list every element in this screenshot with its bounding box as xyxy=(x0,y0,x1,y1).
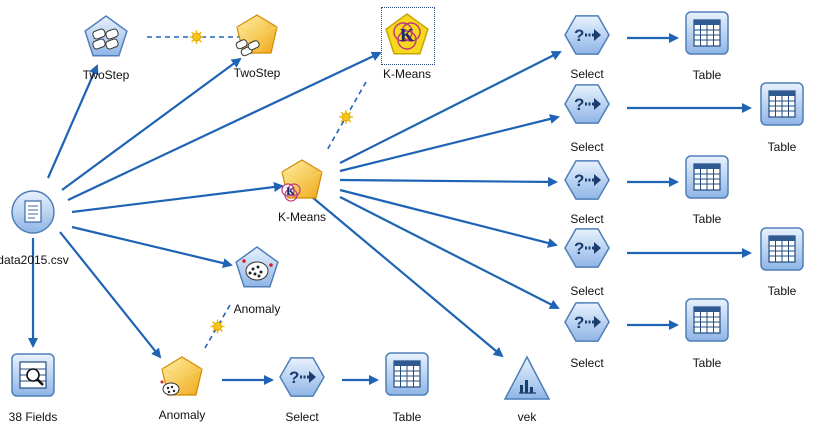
svg-text:?: ? xyxy=(289,368,299,387)
model-kmeans-icon: K xyxy=(385,13,429,55)
model-twostep-icon xyxy=(84,15,128,57)
node-label-table-2: Table xyxy=(767,140,797,154)
node-label-table-1: Table xyxy=(692,68,722,82)
svg-text:?: ? xyxy=(574,313,584,332)
node-select-3[interactable]: ? xyxy=(563,156,611,204)
node-label-twostep-nugget: TwoStep xyxy=(233,66,281,80)
link-kmeans-nugget-to-select-2 xyxy=(339,114,560,173)
node-label-fields: 38 Fields xyxy=(8,410,58,424)
model-sun-icon xyxy=(189,30,204,44)
node-kmeans-model[interactable]: K xyxy=(383,11,431,59)
table-icon xyxy=(760,82,804,126)
node-label-table-6: Table xyxy=(392,410,422,424)
node-label-table-4: Table xyxy=(767,284,797,298)
select-icon: ? xyxy=(564,160,610,200)
svg-text:?: ? xyxy=(574,171,584,190)
node-label-select-6: Select xyxy=(285,410,319,424)
node-fields[interactable] xyxy=(9,351,57,399)
node-table-3[interactable] xyxy=(683,153,731,201)
node-anomaly-model[interactable] xyxy=(233,244,281,292)
link-source-to-twostep-nugget xyxy=(61,57,242,191)
node-select-5[interactable]: ? xyxy=(563,298,611,346)
link-source-to-kmeans-model xyxy=(67,51,382,201)
link-kmeans-nugget-to-select-5 xyxy=(339,196,560,309)
svg-text:K: K xyxy=(400,25,414,45)
node-label-anomaly-nugget: Anomaly xyxy=(158,408,206,422)
link-kmeans-nugget-to-select-3 xyxy=(339,176,558,187)
svg-text:K: K xyxy=(286,184,296,198)
node-label-graph-vek: vek xyxy=(517,410,537,424)
table-icon xyxy=(685,11,729,55)
table-icon xyxy=(385,352,429,396)
node-select-4[interactable]: ? xyxy=(563,224,611,272)
node-label-source: data2015.csv xyxy=(0,253,69,267)
nugget-anomaly-icon xyxy=(160,356,203,396)
svg-text:?: ? xyxy=(574,239,584,258)
node-anomaly-nugget[interactable] xyxy=(158,355,206,403)
node-kmeans-nugget[interactable]: K xyxy=(278,158,326,206)
node-label-table-5: Table xyxy=(692,356,722,370)
select-icon: ? xyxy=(564,302,610,342)
link-kmeans-nugget-to-select-1 xyxy=(339,51,562,164)
nugget-kmeans-icon: K xyxy=(281,159,323,202)
model-sun-icon xyxy=(339,110,353,124)
model-anomaly-icon xyxy=(235,246,279,288)
output-fields-icon xyxy=(11,353,55,397)
node-label-select-1: Select xyxy=(570,67,604,81)
svg-text:?: ? xyxy=(574,95,584,114)
node-table-1[interactable] xyxy=(683,9,731,57)
select-icon: ? xyxy=(564,84,610,124)
table-icon xyxy=(760,227,804,271)
select-icon: ? xyxy=(564,228,610,268)
link-source-to-anomaly-nugget xyxy=(59,231,162,359)
link-kmeans-nugget-to-select-4 xyxy=(339,188,558,248)
node-label-kmeans-nugget: K-Means xyxy=(277,210,327,224)
node-select-2[interactable]: ? xyxy=(563,80,611,128)
node-select-6[interactable]: ? xyxy=(278,353,326,401)
node-label-kmeans-model: K-Means xyxy=(382,67,432,81)
table-icon xyxy=(685,155,729,199)
link-source-to-kmeans-nugget xyxy=(71,182,284,214)
node-graph-vek[interactable] xyxy=(503,354,551,402)
node-label-table-3: Table xyxy=(692,212,722,226)
node-label-select-2: Select xyxy=(570,140,604,154)
link-source-to-twostep-model xyxy=(46,64,99,179)
node-table-4[interactable] xyxy=(758,225,806,273)
node-source[interactable] xyxy=(9,188,57,236)
nugget-twostep-icon xyxy=(235,14,278,57)
node-label-select-3: Select xyxy=(570,212,604,226)
node-select-1[interactable]: ? xyxy=(563,11,611,59)
select-icon: ? xyxy=(279,357,325,397)
node-table-5[interactable] xyxy=(683,296,731,344)
link-source-to-anomaly-model xyxy=(71,225,233,269)
link-kmeans-nugget-to-graph-vek xyxy=(311,196,504,358)
node-table-2[interactable] xyxy=(758,80,806,128)
source-icon xyxy=(11,190,55,234)
node-label-select-5: Select xyxy=(570,356,604,370)
svg-text:?: ? xyxy=(574,26,584,45)
graph-icon xyxy=(503,355,551,400)
model-sun-icon xyxy=(210,319,225,334)
node-label-select-4: Select xyxy=(570,284,604,298)
select-icon: ? xyxy=(564,15,610,55)
node-twostep-model[interactable] xyxy=(82,13,130,61)
node-twostep-nugget[interactable] xyxy=(233,13,281,61)
node-table-6[interactable] xyxy=(383,350,431,398)
node-label-anomaly-model: Anomaly xyxy=(233,302,281,316)
node-label-twostep-model: TwoStep xyxy=(82,68,130,82)
table-icon xyxy=(685,298,729,342)
